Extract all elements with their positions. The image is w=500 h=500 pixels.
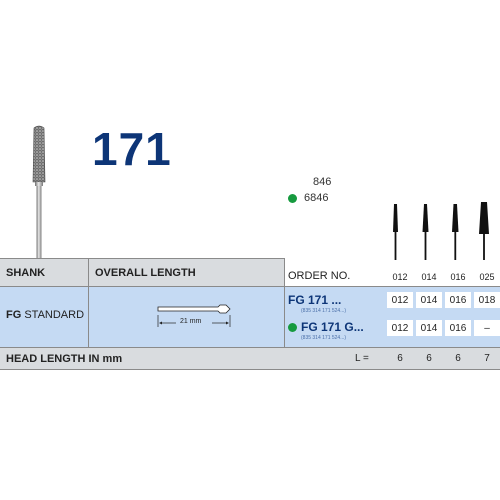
variant-code-6846: 6846 xyxy=(304,192,329,204)
cell-bg xyxy=(445,320,471,336)
bur-size-silhouettes xyxy=(393,202,489,260)
cell-bg xyxy=(416,292,442,308)
header-divider xyxy=(284,258,285,286)
head-length-012: 6 xyxy=(397,353,403,364)
bur-silhouette-016 xyxy=(452,204,459,260)
row-divider xyxy=(88,287,89,349)
bur-silhouette-012 xyxy=(393,204,398,260)
head-length-014: 6 xyxy=(426,353,432,364)
order-1-size-025: 018 xyxy=(478,295,496,306)
cell-bg xyxy=(445,292,471,308)
variant-code-846: 846 xyxy=(313,176,332,188)
order-code-2: FG 171 G... xyxy=(301,320,364,334)
order-1-size-014: 014 xyxy=(420,295,438,306)
product-number: 171 xyxy=(92,123,172,175)
row-divider xyxy=(284,287,285,349)
head-length-row: HEAD LENGTH IN mm L = 6 6 6 7 xyxy=(0,348,500,370)
cell-bg xyxy=(387,320,413,336)
green-dot-icon xyxy=(288,193,297,203)
order-subcode-2: (835 314 171 524...) xyxy=(301,335,347,341)
order-2-size-012: 012 xyxy=(391,323,409,334)
size-header-016: 016 xyxy=(450,272,466,282)
bur-illustration xyxy=(32,125,46,264)
head-length-symbol: L = xyxy=(355,353,369,364)
overall-length-header: OVERALL LENGTH xyxy=(95,267,196,279)
cell-bg xyxy=(387,292,413,308)
bur-silhouette-014 xyxy=(422,204,429,260)
shank-type: FG STANDARD xyxy=(6,309,84,321)
order-no-header: ORDER NO. xyxy=(288,270,351,282)
size-header-025: 025 xyxy=(479,272,495,282)
cell-bg xyxy=(474,320,500,336)
order-subcode-1: (835 314 171 524...) xyxy=(301,308,347,314)
order-2-size-025: – xyxy=(484,323,490,334)
header-divider xyxy=(88,258,89,286)
table-header-grey xyxy=(0,258,284,286)
cell-bg xyxy=(474,292,500,308)
order-1-size-016: 016 xyxy=(449,295,467,306)
head-length-025: 7 xyxy=(484,353,490,364)
head-length-016: 6 xyxy=(455,353,461,364)
cell-bg xyxy=(416,320,442,336)
order-2-size-014: 014 xyxy=(420,323,438,334)
shank-type-rest: STANDARD xyxy=(21,309,85,321)
shank-header: SHANK xyxy=(6,267,46,279)
table-header-row: SHANK OVERALL LENGTH ORDER NO. 012 014 0… xyxy=(0,258,500,286)
variant-row-green: 6846 xyxy=(288,192,328,204)
table-shank-row: FG STANDARD 21 mm FG 171 ... (835 314 17… xyxy=(0,286,500,349)
bur-silhouette-025 xyxy=(479,202,489,260)
shank-length-diagram xyxy=(157,304,231,327)
size-header-012: 012 xyxy=(392,272,408,282)
size-header-014: 014 xyxy=(421,272,437,282)
head-length-label: HEAD LENGTH IN mm xyxy=(6,353,123,365)
shank-type-bold: FG xyxy=(6,309,22,321)
green-dot-icon xyxy=(288,323,297,332)
shank-length-label: 21 mm xyxy=(180,318,202,325)
order-2-size-016: 016 xyxy=(449,323,467,334)
order-1-size-012: 012 xyxy=(391,295,409,306)
order-code-1: FG 171 ... xyxy=(288,293,342,307)
